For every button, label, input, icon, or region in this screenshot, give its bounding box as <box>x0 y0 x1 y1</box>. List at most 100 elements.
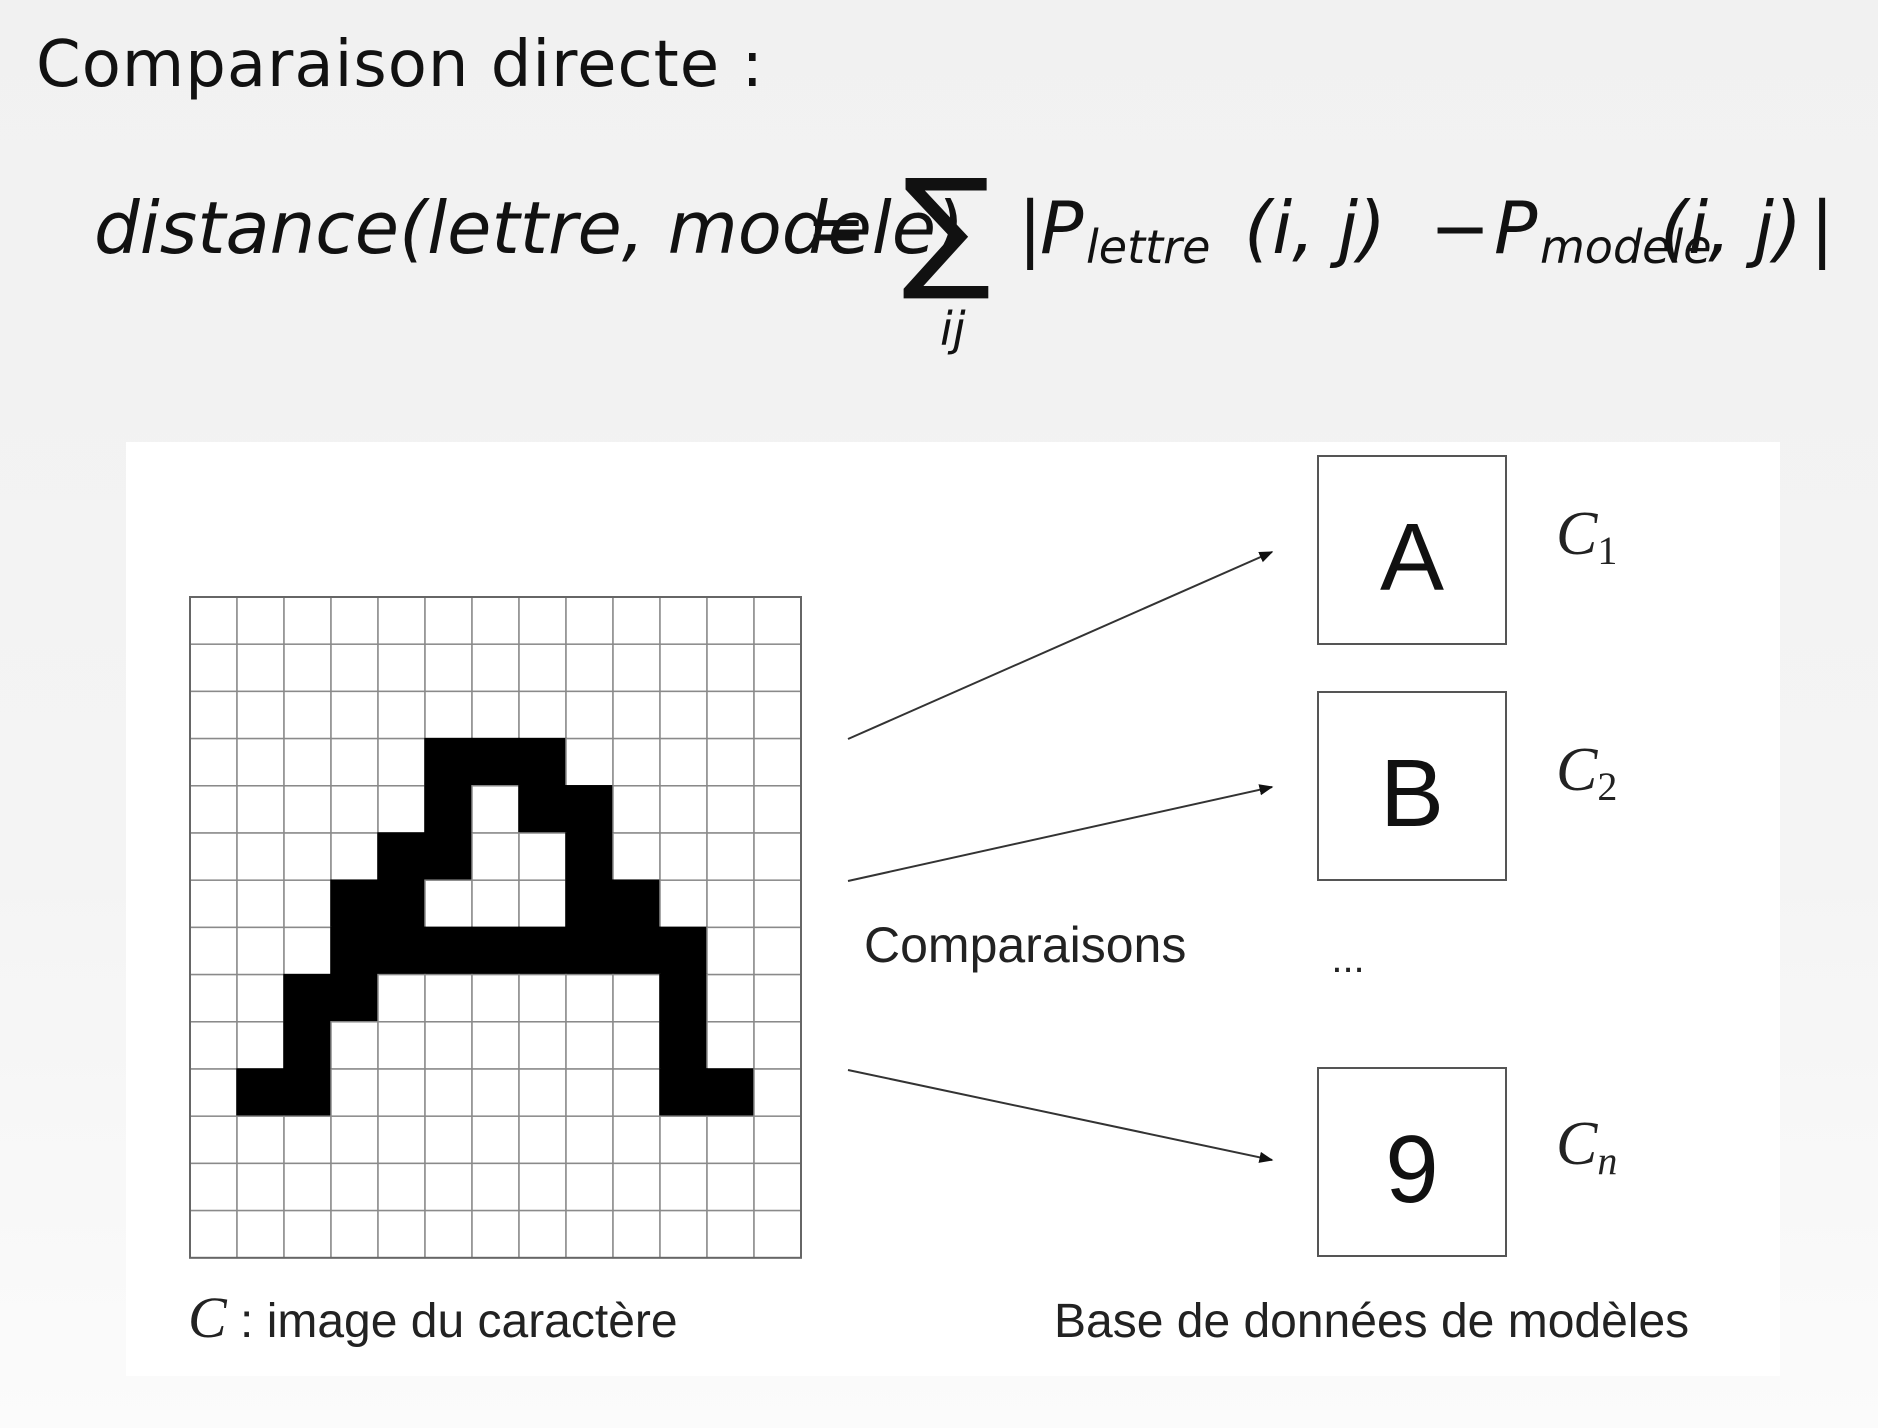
grid-cell-empty <box>471 1021 520 1070</box>
grid-cell-empty <box>753 1115 802 1165</box>
grid-cell-empty <box>471 1209 520 1259</box>
comparison-diagram: Comparaisons ... A C1 B C2 9 Cn C : imag… <box>188 455 1689 1350</box>
grid-cell-empty <box>565 1209 614 1259</box>
grid-cell-empty <box>518 596 567 645</box>
grid-cell-empty <box>330 1068 379 1117</box>
grid-cell-empty <box>612 643 661 693</box>
summation-index: ij <box>940 302 966 356</box>
grid-cell-empty <box>377 1162 426 1212</box>
grid-cell-empty <box>424 596 473 645</box>
grid-cell-filled <box>565 926 614 976</box>
grid-cell-empty <box>330 737 379 787</box>
grid-cell-empty <box>753 1068 802 1117</box>
grid-cell-filled <box>377 926 426 976</box>
grid-cell-empty <box>706 832 755 881</box>
distance-formula: distance(lettre, modele) = ∑ ij | P lett… <box>94 162 1834 366</box>
grid-cell-filled <box>424 926 473 976</box>
grid-cell-filled <box>424 737 473 787</box>
p-modele: P <box>1494 186 1538 270</box>
grid-cell-empty <box>518 879 567 929</box>
grid-cell-empty <box>236 737 285 787</box>
grid-cell-empty <box>189 785 238 834</box>
grid-cell-empty <box>518 643 567 693</box>
grid-cell-empty <box>283 737 332 787</box>
comparison-arrow-2 <box>847 784 1274 882</box>
grid-cell-filled <box>283 973 332 1023</box>
grid-cell-empty <box>424 643 473 693</box>
model-box-b: B C2 <box>1317 691 1617 881</box>
grid-cell-empty <box>189 1162 238 1212</box>
p-lettre-args: (i, j) <box>1244 186 1386 270</box>
grid-cell-empty <box>753 1162 802 1212</box>
grid-cell-empty <box>236 643 285 693</box>
grid-cell-empty <box>189 1021 238 1070</box>
grid-cell-empty <box>659 1209 708 1259</box>
grid-cell-empty <box>659 1162 708 1212</box>
grid-cell-empty <box>189 973 238 1023</box>
grid-cell-empty <box>518 973 567 1023</box>
grid-cell-filled <box>565 832 614 881</box>
grid-cell-filled <box>424 832 473 881</box>
grid-cell-empty <box>753 596 802 645</box>
grid-cell-empty <box>471 690 520 740</box>
grid-cell-empty <box>659 785 708 834</box>
p-lettre-subscript: lettre <box>1086 220 1211 274</box>
comparison-arrow-3 <box>847 1069 1274 1163</box>
grid-cell-empty <box>377 596 426 645</box>
grid-cell-filled <box>565 879 614 929</box>
character-pixel-grid <box>189 596 802 1259</box>
grid-cell-empty <box>518 1162 567 1212</box>
grid-cell-empty <box>612 1209 661 1259</box>
slide-title: Comparaison directe : <box>36 28 764 102</box>
grid-cell-empty <box>471 596 520 645</box>
grid-cell-empty <box>659 643 708 693</box>
grid-cell-empty <box>283 643 332 693</box>
grid-cell-empty <box>706 785 755 834</box>
grid-cell-empty <box>706 1021 755 1070</box>
grid-cell-filled <box>659 926 708 976</box>
grid-cell-empty <box>753 879 802 929</box>
grid-cell-empty <box>753 785 802 834</box>
grid-cell-empty <box>283 879 332 929</box>
grid-cell-empty <box>706 690 755 740</box>
p-lettre: P <box>1040 186 1084 270</box>
grid-cell-filled <box>659 1068 708 1117</box>
grid-cell-empty <box>659 690 708 740</box>
grid-cell-filled <box>377 879 426 929</box>
grid-cell-empty <box>518 1021 567 1070</box>
grid-cell-empty <box>236 832 285 881</box>
grid-cell-empty <box>753 1021 802 1070</box>
model-label-cn: Cn <box>1556 1110 1617 1183</box>
grid-cell-empty <box>236 879 285 929</box>
models-ellipsis: ... <box>1331 937 1364 981</box>
grid-cell-empty <box>565 596 614 645</box>
grid-cell-empty <box>330 596 379 645</box>
grid-cell-empty <box>518 1068 567 1117</box>
grid-cell-empty <box>612 785 661 834</box>
grid-cell-empty <box>189 926 238 976</box>
grid-cell-empty <box>471 1068 520 1117</box>
grid-cell-empty <box>565 1021 614 1070</box>
grid-cell-empty <box>612 832 661 881</box>
grid-cell-empty <box>236 785 285 834</box>
grid-cell-empty <box>471 1162 520 1212</box>
grid-cell-filled <box>377 832 426 881</box>
grid-cell-empty <box>471 785 520 834</box>
grid-cell-empty <box>612 1162 661 1212</box>
grid-cell-empty <box>612 596 661 645</box>
grid-cell-empty <box>753 690 802 740</box>
grid-cell-empty <box>189 690 238 740</box>
grid-cell-empty <box>706 1162 755 1212</box>
grid-cell-empty <box>236 1021 285 1070</box>
grid-cell-empty <box>612 973 661 1023</box>
grid-cell-empty <box>518 1209 567 1259</box>
grid-cell-empty <box>706 737 755 787</box>
grid-cell-filled <box>565 785 614 834</box>
grid-cell-empty <box>753 1209 802 1259</box>
grid-cell-filled <box>283 1021 332 1070</box>
grid-cell-empty <box>659 832 708 881</box>
grid-cell-empty <box>706 643 755 693</box>
grid-cell-empty <box>612 1068 661 1117</box>
grid-cell-empty <box>659 1115 708 1165</box>
grid-cell-empty <box>330 1209 379 1259</box>
